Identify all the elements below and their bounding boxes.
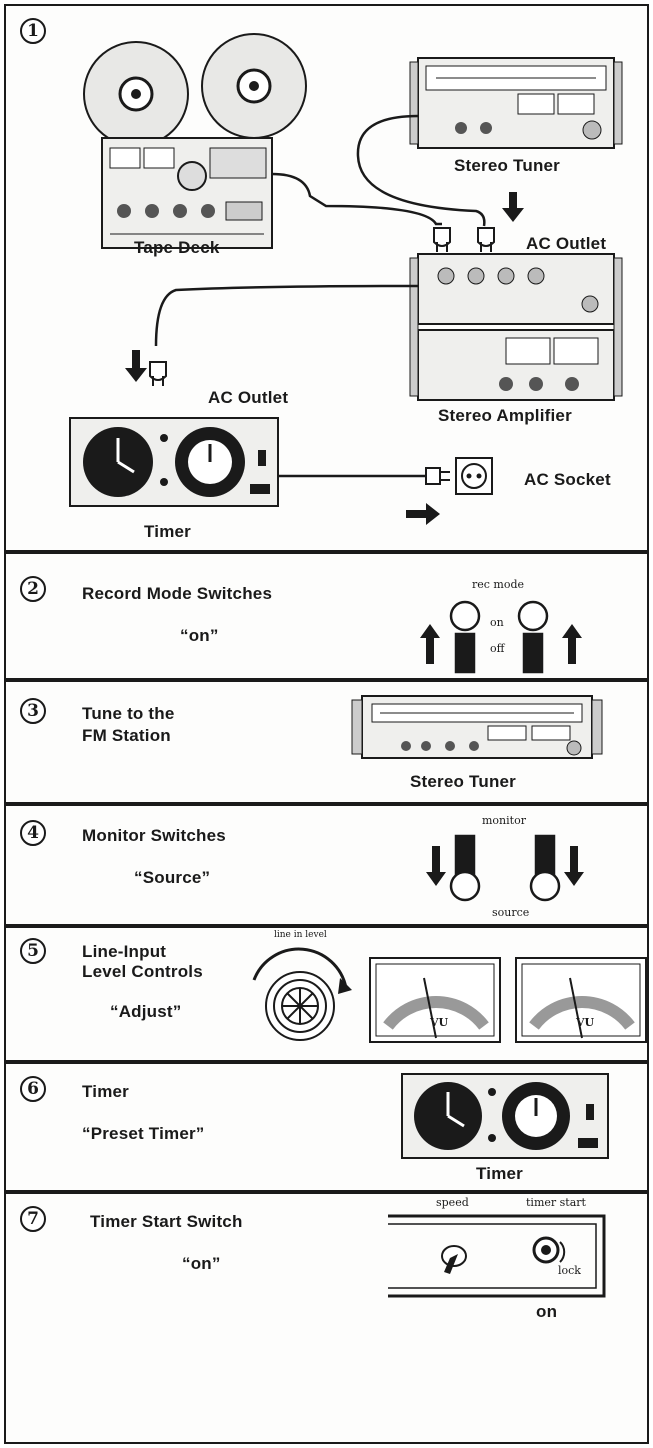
step-6-number: 6 <box>20 1076 46 1102</box>
level-controls <box>252 947 647 1043</box>
step-2-value: “on” <box>180 626 219 645</box>
stereo-tuner-illustration-step3 <box>351 695 603 759</box>
step-3-title-line2: FM Station <box>82 726 171 745</box>
step-7-value: “on” <box>182 1254 221 1273</box>
step-5-number: 5 <box>20 938 46 964</box>
step-7-title: Timer Start Switch <box>90 1212 243 1231</box>
ac-outlet-label-left: AC Outlet <box>208 388 289 407</box>
step-4-number: 4 <box>20 820 46 846</box>
lock-label: lock <box>558 1264 581 1277</box>
step-7-on-label: on <box>536 1302 558 1321</box>
rec-on-label: on <box>490 616 504 629</box>
timer-illustration <box>69 417 279 507</box>
speed-toggle <box>441 1245 467 1274</box>
step-4-value: “Source” <box>134 868 211 887</box>
timer-label: Timer <box>144 522 191 541</box>
step-2-number: 2 <box>20 576 46 602</box>
vu-label-right: VU <box>576 1016 595 1029</box>
step-4-title: Monitor Switches <box>82 826 226 845</box>
plugs <box>149 227 495 495</box>
step-6-device-label: Timer <box>476 1164 523 1183</box>
timer-illustration-step6 <box>401 1073 609 1159</box>
step-6-value: “Preset Timer” <box>82 1124 205 1143</box>
stereo-amplifier-illustration <box>409 253 623 401</box>
step-3-device-label: Stereo Tuner <box>410 772 516 791</box>
line-in-level-label: line in level <box>274 930 327 940</box>
level-knob <box>252 947 352 1041</box>
power-cables <box>154 114 486 478</box>
step-1-number: 1 <box>20 18 46 44</box>
step-5-title-line2: Level Controls <box>82 962 203 981</box>
step-6-title: Timer <box>82 1082 129 1101</box>
step-2-title: Record Mode Switches <box>82 584 273 603</box>
stereo-tuner-illustration <box>409 57 623 149</box>
step-3-panel: 3 Tune to the FM Station Stereo Tuner <box>4 680 649 804</box>
stereo-amplifier-label: Stereo Amplifier <box>438 406 572 425</box>
step-1-panel: 1 <box>4 4 649 552</box>
speed-label: speed <box>436 1196 469 1209</box>
direction-arrows <box>125 192 524 525</box>
monitor-label: monitor <box>482 814 526 827</box>
step-5-title-line1: Line-Input <box>82 942 167 961</box>
rec-off-label: off <box>490 642 505 655</box>
step-7-number: 7 <box>20 1206 46 1232</box>
timer-start-label: timer start <box>526 1196 586 1209</box>
step-6-panel: 6 Timer “Preset Timer” Timer <box>4 1062 649 1192</box>
step-3-number: 3 <box>20 698 46 724</box>
step-7-panel: 7 Timer Start Switch “on” speed timer st… <box>4 1192 649 1444</box>
ac-socket-label: AC Socket <box>524 470 611 489</box>
step-4-panel: 4 Monitor Switches “Source” monitor sour… <box>4 804 649 926</box>
vu-label-left: VU <box>430 1016 449 1029</box>
tape-deck-label: Tape Deck <box>134 238 220 257</box>
stereo-tuner-label: Stereo Tuner <box>454 156 560 175</box>
source-label: source <box>492 906 530 919</box>
tape-deck-illustration <box>83 33 307 249</box>
record-mode-switches <box>420 600 582 674</box>
step-3-title-line1: Tune to the <box>82 704 175 723</box>
vu-meter-left <box>369 957 501 1043</box>
rec-mode-label: rec mode <box>472 578 525 591</box>
monitor-switches <box>426 834 584 902</box>
ac-outlet-label-top: AC Outlet <box>526 234 607 253</box>
connection-diagram <box>69 33 623 525</box>
step-5-panel: 5 Line-Input Level Controls “Adjust” lin… <box>4 926 649 1062</box>
timer-start-switch <box>532 1236 566 1264</box>
vu-meter-right <box>515 957 647 1043</box>
step-5-value: “Adjust” <box>110 1002 182 1021</box>
step-2-panel: 2 Record Mode Switches “on” rec mode on … <box>4 552 649 680</box>
timer-start-switch-panel <box>388 1214 606 1298</box>
